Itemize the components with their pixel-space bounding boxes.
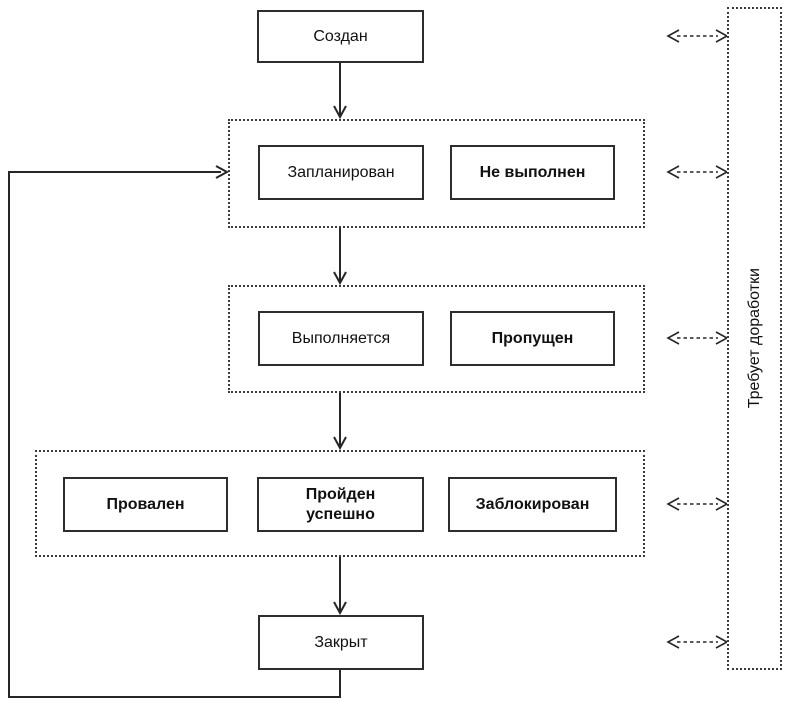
node-in-progress-label: Выполняется bbox=[291, 329, 391, 347]
node-passed-label-line1: Пройден bbox=[305, 485, 376, 503]
node-created-label: Создан bbox=[313, 27, 368, 45]
rework-arrow-results bbox=[667, 497, 728, 511]
rework-arrow-created bbox=[667, 29, 728, 43]
rework-arrow-closed bbox=[667, 635, 728, 649]
node-failed-label: Провален bbox=[106, 495, 185, 513]
node-skipped: Пропущен bbox=[450, 311, 615, 366]
node-not-executed-label: Не выполнен bbox=[479, 163, 586, 181]
node-planned-label: Запланирован bbox=[287, 163, 395, 181]
node-requires-rework: Требует доработки bbox=[727, 7, 782, 670]
node-requires-rework-label: Требует доработки bbox=[745, 268, 763, 409]
node-created: Создан bbox=[257, 10, 424, 63]
node-passed: Пройден успешно bbox=[257, 477, 424, 532]
node-skipped-label: Пропущен bbox=[491, 329, 574, 347]
node-in-progress: Выполняется bbox=[258, 311, 424, 366]
node-failed: Провален bbox=[63, 477, 228, 532]
arrow-planned-to-executing bbox=[333, 228, 347, 286]
arrow-executing-to-results bbox=[333, 393, 347, 451]
arrow-results-to-closed bbox=[333, 557, 347, 616]
arrow-created-to-planned bbox=[333, 63, 347, 120]
node-blocked: Заблокирован bbox=[448, 477, 617, 532]
node-blocked-label: Заблокирован bbox=[475, 495, 590, 513]
node-planned: Запланирован bbox=[258, 145, 424, 200]
node-closed-label: Закрыт bbox=[314, 633, 368, 651]
rework-arrow-executing bbox=[667, 331, 728, 345]
node-passed-label-line2: успешно bbox=[306, 505, 375, 523]
node-not-executed: Не выполнен bbox=[450, 145, 615, 200]
node-closed: Закрыт bbox=[258, 615, 424, 670]
rework-arrow-planned bbox=[667, 165, 728, 179]
